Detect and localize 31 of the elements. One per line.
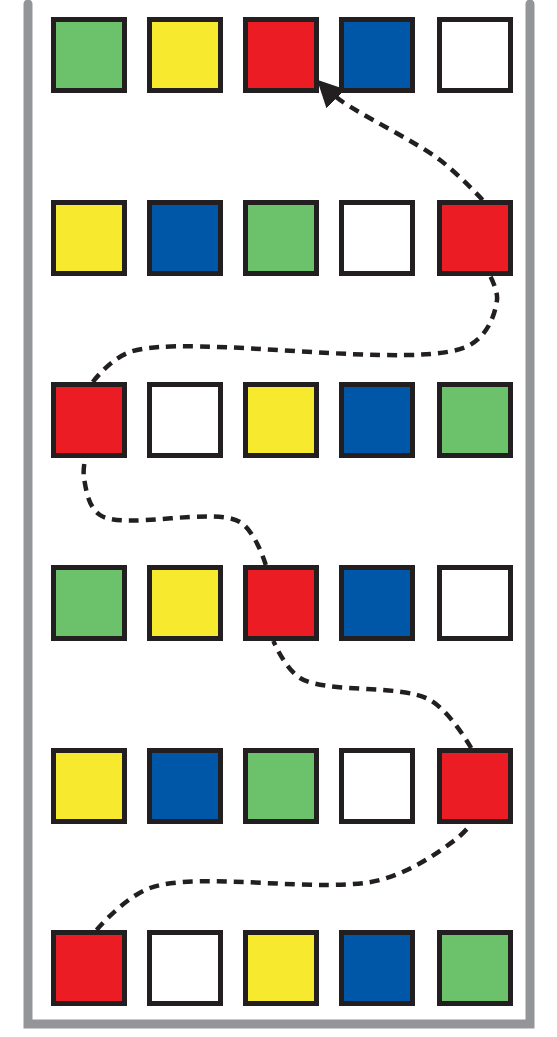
- square-tile: [147, 200, 223, 276]
- square-tile: [51, 17, 127, 93]
- square-tile: [51, 382, 127, 458]
- square-tile: [147, 748, 223, 824]
- dashed-arrow-path: [317, 79, 485, 202]
- square-tile: [243, 382, 319, 458]
- square-tile: [51, 200, 127, 276]
- square-tile: [339, 565, 415, 641]
- square-tile: [339, 17, 415, 93]
- square-tile: [243, 565, 319, 641]
- square-tile: [243, 748, 319, 824]
- square-tile: [339, 748, 415, 824]
- square-tile: [147, 565, 223, 641]
- square-tile: [147, 930, 223, 1006]
- square-tile: [437, 17, 513, 93]
- square-tile: [243, 930, 319, 1006]
- square-tile: [147, 17, 223, 93]
- square-tile: [437, 565, 513, 641]
- square-tile: [437, 930, 513, 1006]
- square-tile: [437, 748, 513, 824]
- square-tile: [147, 382, 223, 458]
- square-tile: [243, 17, 319, 93]
- square-tile: [437, 200, 513, 276]
- square-tile: [339, 200, 415, 276]
- square-tile: [51, 565, 127, 641]
- square-tile: [243, 200, 319, 276]
- square-tile: [339, 930, 415, 1006]
- square-tile: [51, 748, 127, 824]
- square-tile: [51, 930, 127, 1006]
- square-tile: [339, 382, 415, 458]
- square-tile: [437, 382, 513, 458]
